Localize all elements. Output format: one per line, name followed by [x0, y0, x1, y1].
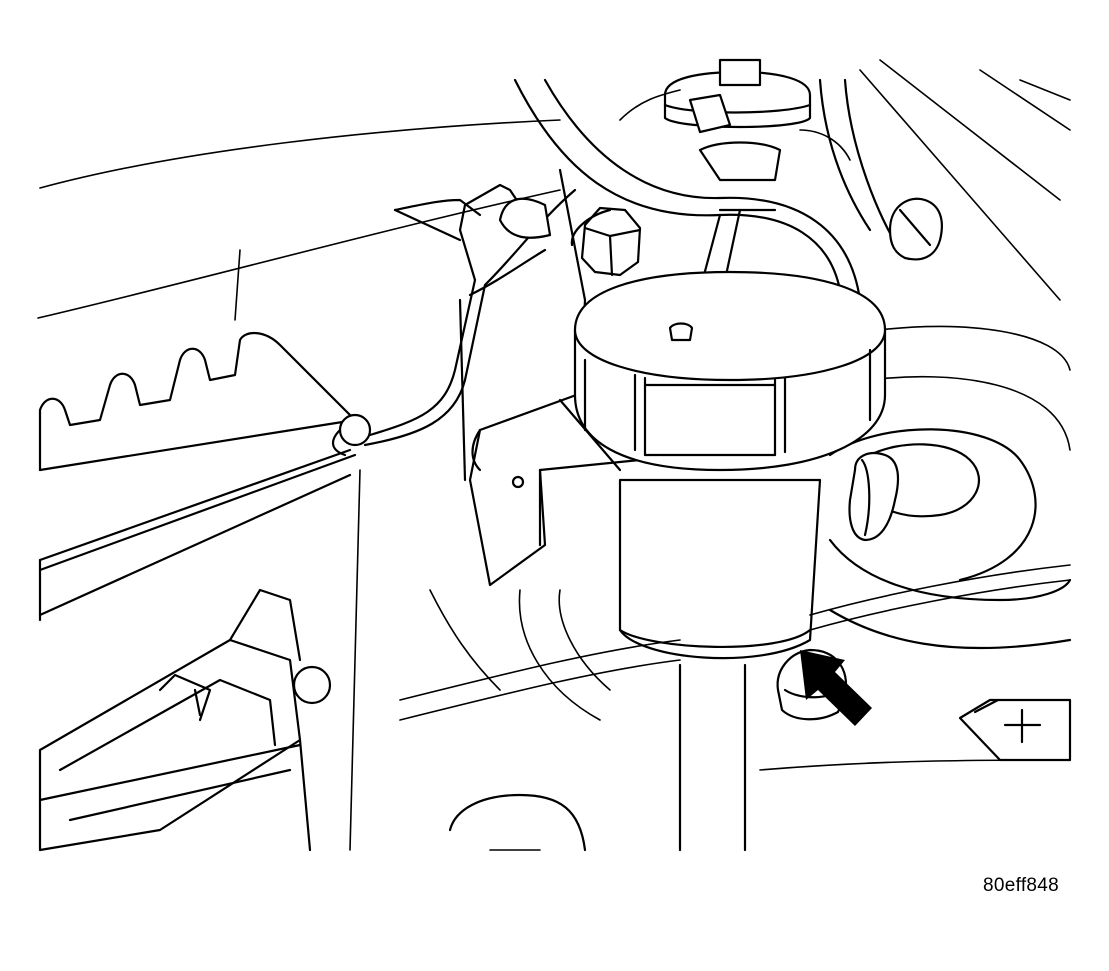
lower-hose-loops	[349, 469, 611, 852]
hood-edge-lines	[37, 59, 1071, 319]
ground-symbol-icon	[958, 698, 1072, 762]
engine-cover-left	[38, 249, 372, 622]
connector-upper-right	[888, 197, 943, 261]
hex-bolt-upper	[570, 206, 642, 277]
outlet-hose	[399, 564, 1071, 852]
upper-hoses	[513, 78, 902, 402]
strut-nut-top	[619, 58, 851, 212]
figure-code-label: 80eff848	[982, 875, 1059, 896]
power-steering-reservoir	[573, 270, 900, 660]
callout-arrow-icon	[800, 650, 872, 726]
wiring-bracket	[363, 183, 577, 482]
lower-left-module	[38, 588, 332, 852]
